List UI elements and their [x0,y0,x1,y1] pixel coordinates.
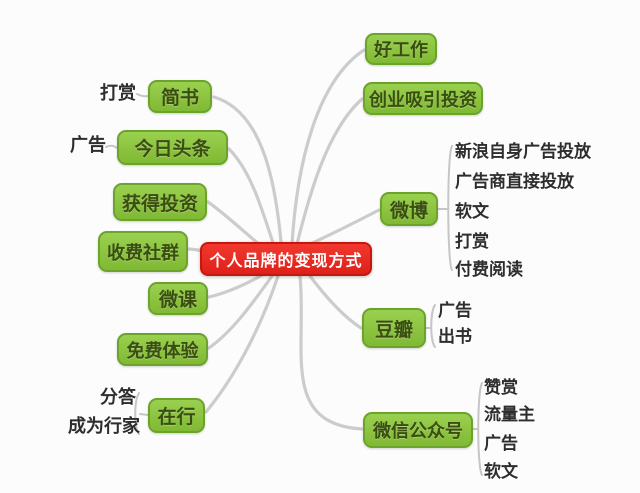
bracket-weibo [447,145,453,271]
leaf-wechat-appreciate[interactable]: 赞赏 [484,378,518,398]
leaf-wechat-softarticle[interactable]: 软文 [484,462,518,482]
node-paid-community[interactable]: 收费社群 [98,231,188,272]
leaf-wechat-traffic[interactable]: 流量主 [484,405,535,425]
node-get-investment[interactable]: 获得投资 [113,183,207,221]
curve-to-free-trial [207,274,274,350]
node-startup-investment[interactable]: 创业吸引投资 [363,82,483,115]
leaf-weibo-direct-ads[interactable]: 广告商直接投放 [455,172,574,192]
curve-to-micro-course [207,272,266,299]
leaf-toutiao-ads[interactable]: 广告 [70,135,106,156]
leaf-jianshu-reward[interactable]: 打赏 [100,83,136,104]
leaf-douban-ads[interactable]: 广告 [438,301,472,321]
tick-zaihang [139,413,149,416]
tick-toutiao-child [105,144,118,149]
curve-to-startup [295,97,364,246]
leaf-weibo-reward[interactable]: 打赏 [455,232,489,252]
bracket-wechat [477,382,483,476]
main-branch-lines [186,48,381,431]
leaf-weibo-sina-ads[interactable]: 新浪自身广告投放 [455,142,591,162]
tick-jianshu-child [136,93,149,98]
leaf-wechat-ads[interactable]: 广告 [484,434,518,454]
node-weibo[interactable]: 微博 [380,192,438,226]
node-center-topic[interactable]: 个人品牌的变现方式 [200,242,372,276]
bracket-douban [430,304,436,348]
node-jianshu[interactable]: 简书 [148,80,212,113]
node-micro-course[interactable]: 微课 [148,282,208,315]
curve-to-good-job [290,48,366,246]
curve-to-jianshu [212,95,284,254]
curve-to-wechat [298,274,364,431]
leaf-zaihang-expert[interactable]: 成为行家 [68,416,140,437]
node-douban[interactable]: 豆瓣 [362,308,426,348]
node-good-job[interactable]: 好工作 [365,33,437,65]
curve-to-toutiao [227,147,278,254]
node-free-trial[interactable]: 免费体验 [117,333,208,366]
curve-to-douban [308,274,363,330]
leaf-zaihang-fenda[interactable]: 分答 [100,387,136,408]
node-zaihang[interactable]: 在行 [148,398,205,433]
node-wechat-official[interactable]: 微信公众号 [363,412,473,448]
leaf-douban-publish[interactable]: 出书 [438,327,472,347]
leaf-weibo-softarticle[interactable]: 软文 [455,202,489,222]
node-toutiao[interactable]: 今日头条 [117,130,228,165]
curve-to-weibo [304,208,381,248]
leaf-weibo-paid-reading[interactable]: 付费阅读 [455,260,523,280]
curve-to-zaihang [204,274,280,414]
